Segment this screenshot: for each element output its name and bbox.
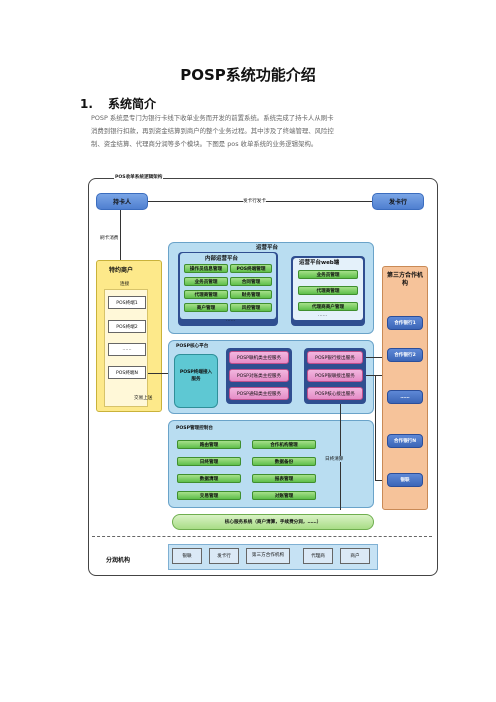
merchant-title: 特约商户: [109, 267, 134, 274]
partner-bank-more: ……: [387, 390, 423, 404]
profit-item: 代理商: [303, 548, 333, 564]
ops-item: 操作员信息管理: [184, 264, 228, 273]
console-item: 合作机构管理: [252, 440, 316, 449]
swipe-line: [120, 210, 121, 260]
web-ops-item: 业务员管理: [298, 270, 358, 279]
document-title: POSP系统功能介绍: [180, 66, 316, 84]
trade-upload-label: 交易上送: [134, 396, 153, 401]
profit-label: 分润机构: [106, 557, 131, 564]
console-item: 数据备份: [252, 457, 316, 466]
trade-upload-line: [148, 373, 170, 374]
console-item: 报表管理: [252, 474, 316, 483]
ops-title: 运营平台: [256, 245, 279, 251]
outbound-service: POSP银行接出服务: [307, 351, 363, 364]
divider-line: [92, 536, 432, 537]
paragraph-line: POSP 系统是专门为银行卡线下收单业务而开发的前置系统。系统完成了持卡人从刷卡: [91, 114, 334, 122]
merchant-sublabel: 连接: [120, 282, 130, 287]
third-party-title: 第三方合作机构: [386, 272, 423, 287]
web-ops-more: ……: [318, 313, 328, 318]
ops-item: 财务管理: [230, 290, 272, 299]
third-party-panel: [382, 266, 428, 510]
terminal-more: ……: [108, 343, 146, 356]
console-item: 日终管理: [177, 457, 241, 466]
core-service: POSP对账类主控服务: [229, 369, 289, 382]
diagram-frame-label: POS收单系统逻辑架构: [114, 174, 164, 180]
profit-item: 商户: [340, 548, 370, 564]
profit-item: 第三方合作机构: [246, 548, 290, 564]
console-item: 数据清理: [177, 474, 241, 483]
profit-item: 发卡行: [209, 548, 239, 564]
console-title: POSP管理控制台: [176, 426, 213, 431]
partner-bank-1: 合作银行1: [387, 316, 423, 330]
unionpay-end-line: [375, 480, 384, 481]
console-item: 路由管理: [177, 440, 241, 449]
terminal-n: POS终端N: [108, 366, 146, 379]
ops-item: 商户管理: [184, 303, 228, 312]
intro-paragraph: POSP 系统是专门为银行卡线下收单业务而开发的前置系统。系统完成了持卡人从刷卡…: [91, 112, 417, 151]
web-ops-title: 运营平台web端: [299, 260, 340, 266]
web-ops-item: 代理商商户管理: [298, 302, 358, 311]
swipe-label: 刷卡消费: [100, 236, 119, 241]
terminal-2: POS终端2: [108, 320, 146, 333]
console-item: 对账管理: [252, 491, 316, 500]
outbound-service: POSP核心接出服务: [307, 387, 363, 400]
terminal-1: POS终端1: [108, 296, 146, 309]
partner-bank-n: 合作银行N: [387, 434, 423, 448]
cardholder-node: 持卡人: [96, 193, 148, 210]
ops-item: 合同管理: [230, 277, 272, 286]
core-service-system: 核心服务系统（商户清算，手续费分润，……）: [172, 514, 374, 530]
section-number: 1.: [80, 97, 93, 111]
core-service: POSP联机类主控服务: [229, 351, 289, 364]
ops-item: 代理商管理: [184, 290, 228, 299]
core-service: POSP通知类主控服务: [229, 387, 289, 400]
section-title: 系统简介: [108, 97, 157, 111]
core-title: POSP核心平台: [176, 344, 209, 349]
issuer-link-label: 发卡行发卡: [243, 198, 266, 204]
ops-more: ……: [226, 318, 236, 323]
ops-item: 风控管理: [230, 303, 272, 312]
paragraph-line: 制、资金结算、代理商分润等多个模块。下图是 pos 收单系统的业务逻辑架构。: [91, 140, 318, 148]
issuer-node: 发卡行: [372, 193, 424, 210]
unionpay-vertical-line: [375, 375, 376, 480]
web-ops-item: 代理商管理: [298, 286, 358, 295]
terminal-access-service: POSP终端接入服务: [174, 354, 218, 408]
day-end-label: 日终清算: [325, 456, 344, 462]
profit-item: 银联: [172, 548, 202, 564]
bank-link-line: [366, 357, 384, 358]
console-item: 交易管理: [177, 491, 241, 500]
ops-item: POS终端管理: [230, 264, 272, 273]
partner-bank-2: 合作银行2: [387, 348, 423, 362]
internal-ops-title: 内部运营平台: [205, 256, 239, 262]
section-heading: 1. 系统简介: [80, 95, 156, 112]
paragraph-line: 消费到银行扣款，再到资金结算到商户的整个业务过程。其中涉及了终端管理、风险控: [91, 127, 334, 135]
unionpay-node: 银联: [387, 473, 423, 487]
ops-item: 业务员管理: [184, 277, 228, 286]
outbound-service: POSP银联接出服务: [307, 369, 363, 382]
